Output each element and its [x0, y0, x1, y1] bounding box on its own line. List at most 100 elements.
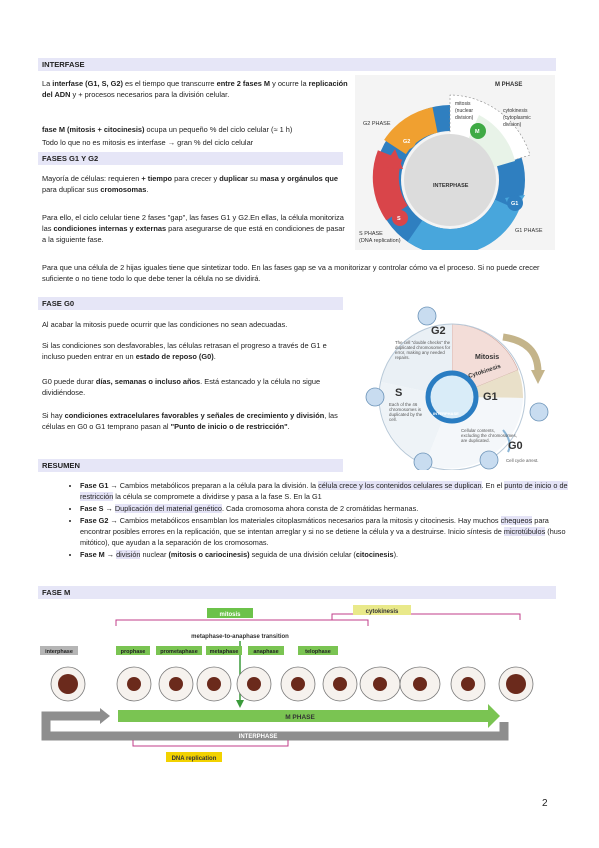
- g2-label: G2: [431, 325, 446, 337]
- cell-nucleus-9: [413, 677, 427, 691]
- stage-tag-metaphase: [206, 646, 242, 655]
- g1-arc: [407, 199, 519, 250]
- cell-nucleus-5: [247, 677, 261, 691]
- interphase-ring: [425, 370, 479, 424]
- m-phase-label: M PHASE: [495, 82, 522, 88]
- s-note-4: cell.: [389, 417, 397, 422]
- mitosis-bracket: [115, 619, 369, 626]
- resumen-item-g2: Fase G2 → Cambios metabólicos ensamblan …: [80, 515, 572, 548]
- g2-phase-label: G2 PHASE: [363, 121, 391, 127]
- cell-icon-right: [529, 402, 549, 422]
- s-note-3: duplicated by the: [389, 412, 423, 417]
- g0-paragraph-2: Si las condiciones son desfavorables, la…: [42, 341, 327, 362]
- mitosis-label-3: division): [455, 115, 474, 121]
- m-circle: [470, 123, 486, 139]
- g1-label: G1: [483, 391, 498, 403]
- g2-note-3: error, making any needed: [395, 350, 445, 355]
- transition-arrow: [236, 700, 244, 708]
- g0-note: Cell cycle arrest.: [506, 458, 538, 463]
- section-header-g1-g2: FASES G1 Y G2: [38, 152, 343, 165]
- cell-nucleus-8: [373, 677, 387, 691]
- cells: [50, 666, 534, 702]
- cell-nucleus-7: [333, 677, 347, 691]
- s-marker: S: [397, 216, 401, 222]
- interphase-label: INTERPHASE: [239, 734, 278, 740]
- stage-label-interphase: interphase: [45, 649, 73, 655]
- cell-nucleus-1: [58, 674, 78, 694]
- g1-note-3: are duplicated.: [461, 438, 490, 443]
- g1g2-paragraph-3: Para que una célula de 2 hijas iguales t…: [42, 263, 540, 284]
- dna-replication-label: (DNA replication): [359, 238, 401, 244]
- section-header-resumen: RESUMEN: [38, 459, 343, 472]
- stage-tag-anaphase: [248, 646, 284, 655]
- m-marker: M: [475, 129, 480, 135]
- stage-tag-telophase: [298, 646, 338, 655]
- mitosis-label-2: (nuclear: [455, 108, 473, 114]
- cell-icon-bottom: [413, 452, 433, 470]
- m-phase-bar: [118, 710, 488, 722]
- g0-paragraph-4: Si hay condiciones extracelulares favora…: [42, 411, 338, 432]
- cytokinesis-tag-label: cytokinesis: [366, 609, 399, 615]
- g0-label: G0: [508, 440, 523, 452]
- interfase-paragraph-1: La interfase (G1, S, G2) es el tiempo qu…: [42, 79, 348, 100]
- g1-marker: G1: [511, 201, 518, 207]
- stage-tag-prophase: [116, 646, 150, 655]
- resumen-item-m: Fase M → división nuclear (mitosis o car…: [80, 549, 572, 560]
- interphase-core: [404, 134, 496, 226]
- cell-icon-top: [417, 306, 437, 326]
- cell-icon-g0: [479, 450, 499, 470]
- dna-replication-label: DNA replication: [172, 756, 217, 762]
- s-note-1: Each of the 46: [389, 402, 418, 407]
- interfase-paragraph-2: fase M (mitosis + citocinesis) ocupa un …: [42, 125, 293, 134]
- cell-nucleus-3: [169, 677, 183, 691]
- g2-note-1: The cell "double checks" the: [395, 340, 451, 345]
- resumen-list: Fase G1 → Cambios metabólicos preparan a…: [66, 480, 572, 561]
- section-header-g0: FASE G0: [38, 297, 343, 310]
- g1-phase-label: G1 PHASE: [515, 228, 543, 234]
- section-header-fase-m: FASE M: [38, 586, 556, 599]
- dna-bracket: [132, 740, 289, 747]
- s-arrow-head: [383, 149, 403, 169]
- mitosis-tag: [207, 608, 253, 618]
- stage-label-prometaphase: prometaphase: [160, 649, 198, 655]
- cytokinesis-label-2: (cytoplasmic: [503, 115, 531, 121]
- m-phase-arrow-head: [488, 704, 500, 728]
- cell-nucleus-11: [506, 674, 526, 694]
- g2-circle: [400, 133, 416, 149]
- interfase-paragraph-3: Todo lo que no es mitosis es interfase →…: [42, 138, 254, 147]
- cell-nucleus-10: [461, 677, 475, 691]
- g0-cycle-diagram: G2 The cell "double checks" the duplicat…: [353, 302, 551, 470]
- stage-label-anaphase: anaphase: [253, 649, 278, 655]
- m-phase-diagram: mitosis cytokinesis metaphase-to-anaphas…: [40, 605, 534, 762]
- g2-marker: G2: [403, 139, 410, 145]
- cytokinesis-label: cytokinesis: [503, 108, 528, 114]
- cell-icon-left: [365, 387, 385, 407]
- g2-note-4: repairs.: [395, 355, 410, 360]
- stage-tag-interphase: [40, 646, 78, 655]
- g0-paragraph-1: Al acabar la mitosis puede ocurrir que l…: [42, 320, 288, 329]
- stage-tags: interphase prophase prometaphase metaphase a…: [40, 646, 338, 655]
- g1g2-paragraph-2: Para ello, el ciclo celular tiene 2 fase…: [42, 213, 345, 245]
- resumen-item-s: Fase S → Duplicación del material genéti…: [80, 503, 572, 514]
- resumen-item-g1: Fase G1 → Cambios metabólicos preparan a…: [80, 480, 572, 502]
- cytokinesis-tag: [353, 605, 411, 615]
- cytokinesis-label-3: division): [503, 122, 522, 128]
- s-label: S: [395, 387, 402, 399]
- mitosis-label: mitosis: [455, 101, 471, 107]
- s-phase-label: S PHASE: [359, 231, 383, 237]
- stage-label-metaphase: metaphase: [210, 649, 239, 655]
- cytokinesis-bracket: [331, 613, 521, 620]
- m-phase-label: M PHASE: [285, 714, 315, 721]
- g1-circle: [507, 195, 523, 211]
- stage-label-telophase: telophase: [305, 649, 331, 655]
- cell-cycle-diagram: M PHASE mitosis (nuclear division) cytok…: [355, 75, 555, 250]
- mitosis-tag-label: mitosis: [219, 612, 241, 618]
- interphase-label: INTERPHASE: [433, 183, 469, 189]
- dna-replication-tag: [166, 752, 222, 762]
- s-note-2: chromosomes is: [389, 407, 422, 412]
- g0-paragraph-3: G0 puede durar días, semanas o incluso a…: [42, 377, 321, 398]
- section-header-interfase: INTERFASE: [38, 58, 556, 71]
- stage-label-prophase: prophase: [121, 649, 146, 655]
- g2-note-2: duplicated chromosomes for: [395, 345, 451, 350]
- g1-note-2: excluding the chromosomes,: [461, 433, 517, 438]
